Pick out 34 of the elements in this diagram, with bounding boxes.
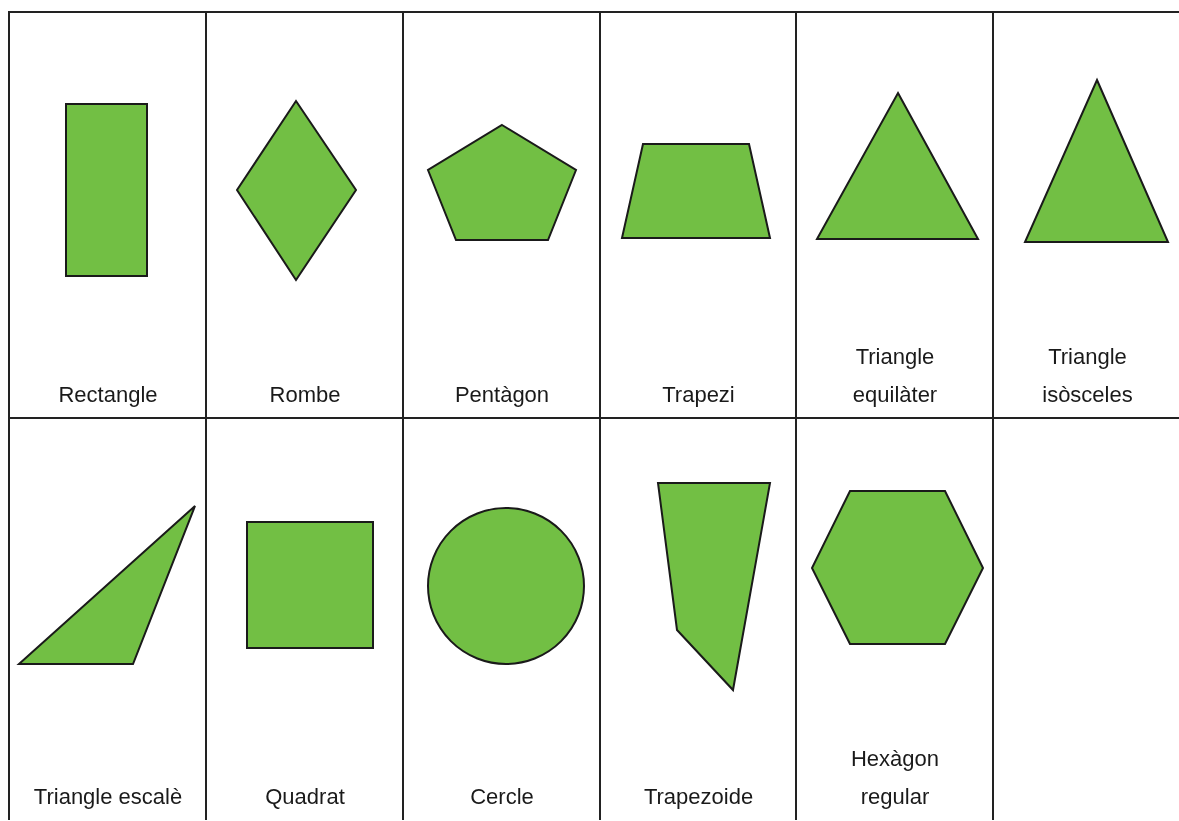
shape-card — [599, 11, 796, 418]
shape-name: Rombe — [268, 381, 342, 409]
shape-name: Quadrat — [264, 783, 346, 811]
shape-card — [402, 11, 600, 418]
triangle-shape — [815, 90, 980, 240]
shape-card — [992, 11, 1179, 418]
shape-name: Trapezoide — [642, 783, 755, 811]
shape-name: Pentàgon — [453, 381, 551, 409]
shape-name: Triangle escalè — [32, 783, 184, 811]
hexagon-shape — [810, 490, 985, 645]
pentagon-shape — [426, 123, 578, 241]
shape-card — [402, 417, 600, 820]
shape-name: Rectangle — [57, 381, 159, 409]
shape-name: Triangle isòsceles — [1041, 343, 1134, 409]
shape-card — [8, 417, 206, 820]
trapezoid-shape — [620, 143, 772, 239]
shape-card — [599, 417, 796, 820]
shape-name: Trapezi — [661, 381, 736, 409]
quadrilateral-shape — [656, 482, 772, 693]
shape-card — [795, 417, 993, 820]
shape-card — [795, 11, 993, 418]
circle-shape — [427, 507, 585, 665]
triangle-shape — [1023, 77, 1170, 243]
shape-card — [205, 11, 403, 418]
shape-card — [8, 11, 206, 418]
shape-name: Triangle equilàter — [851, 343, 939, 409]
shape-name: Hexàgon regular — [849, 745, 941, 811]
rhombus-shape — [235, 99, 358, 282]
shape-card — [205, 417, 403, 820]
triangle-shape — [16, 505, 196, 665]
shape-name: Cercle — [469, 783, 535, 811]
shape-card — [992, 417, 1179, 820]
square-shape — [246, 521, 374, 649]
rectangle-shape — [65, 103, 148, 277]
